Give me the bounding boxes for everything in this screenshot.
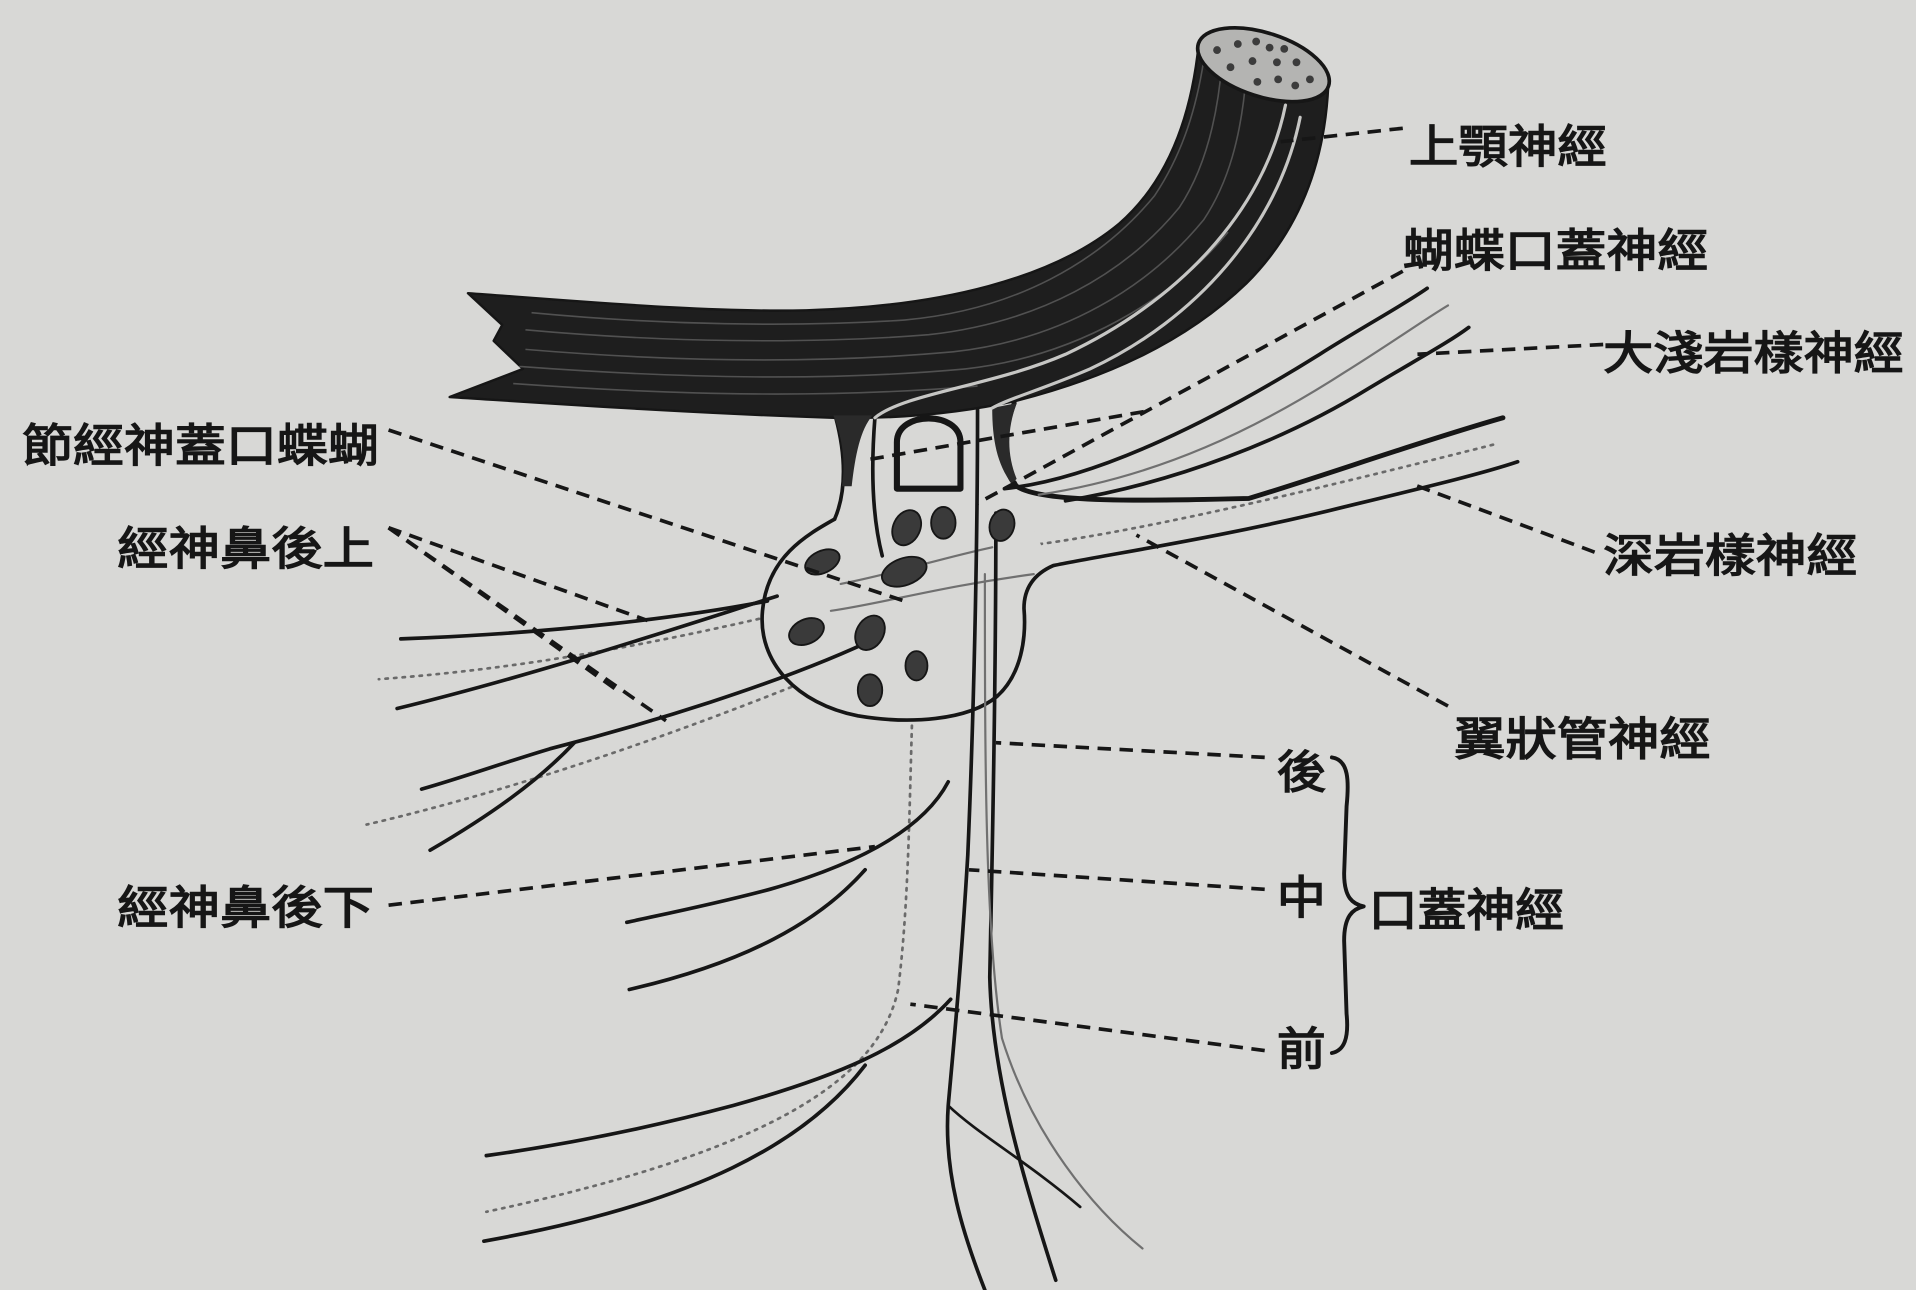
fiber-dot [1249,57,1257,65]
label-middle: 中 [1277,872,1326,925]
fiber-dot [1227,63,1235,71]
fiber-dot [1274,75,1282,83]
ganglion-cell [905,651,927,680]
label-upper-nasal-nerves: 經神鼻後上 [117,522,374,575]
label-posterior: 後 [1277,746,1327,799]
fiber-dot [1293,58,1301,66]
label-palatine-nerves: 口蓋神經 [1369,884,1565,937]
fiber-dot [1273,58,1281,66]
label-sphenopalatine-nerve: 蝴蝶口蓋神經 [1403,224,1708,277]
label-maxillary-nerve: 上顎神經 [1409,120,1607,173]
label-lower-nasal-nerves: 經神鼻後下 [117,882,374,935]
ganglion-cell [931,507,955,539]
label-ganglion: 節經神蓋口蝶蝴 [22,420,379,473]
label-greater-petrosal-nerve: 大淺岩樣神經 [1603,327,1904,380]
fiber-dot [1280,45,1288,53]
fiber-dot [1266,44,1274,52]
fiber-dot [1253,78,1261,86]
fiber-dot [1306,75,1314,83]
root-window [897,418,961,488]
fiber-dot [1213,46,1221,54]
ganglion-cell [858,674,882,706]
fiber-dot [1291,82,1299,90]
label-deep-petrosal-nerve: 深岩樣神經 [1603,530,1857,583]
label-pterygoid-canal-nerve: 翼狀管神經 [1454,713,1711,766]
fiber-dot [1252,38,1260,46]
fiber-dot [1234,40,1242,48]
label-anterior: 前 [1277,1023,1326,1076]
